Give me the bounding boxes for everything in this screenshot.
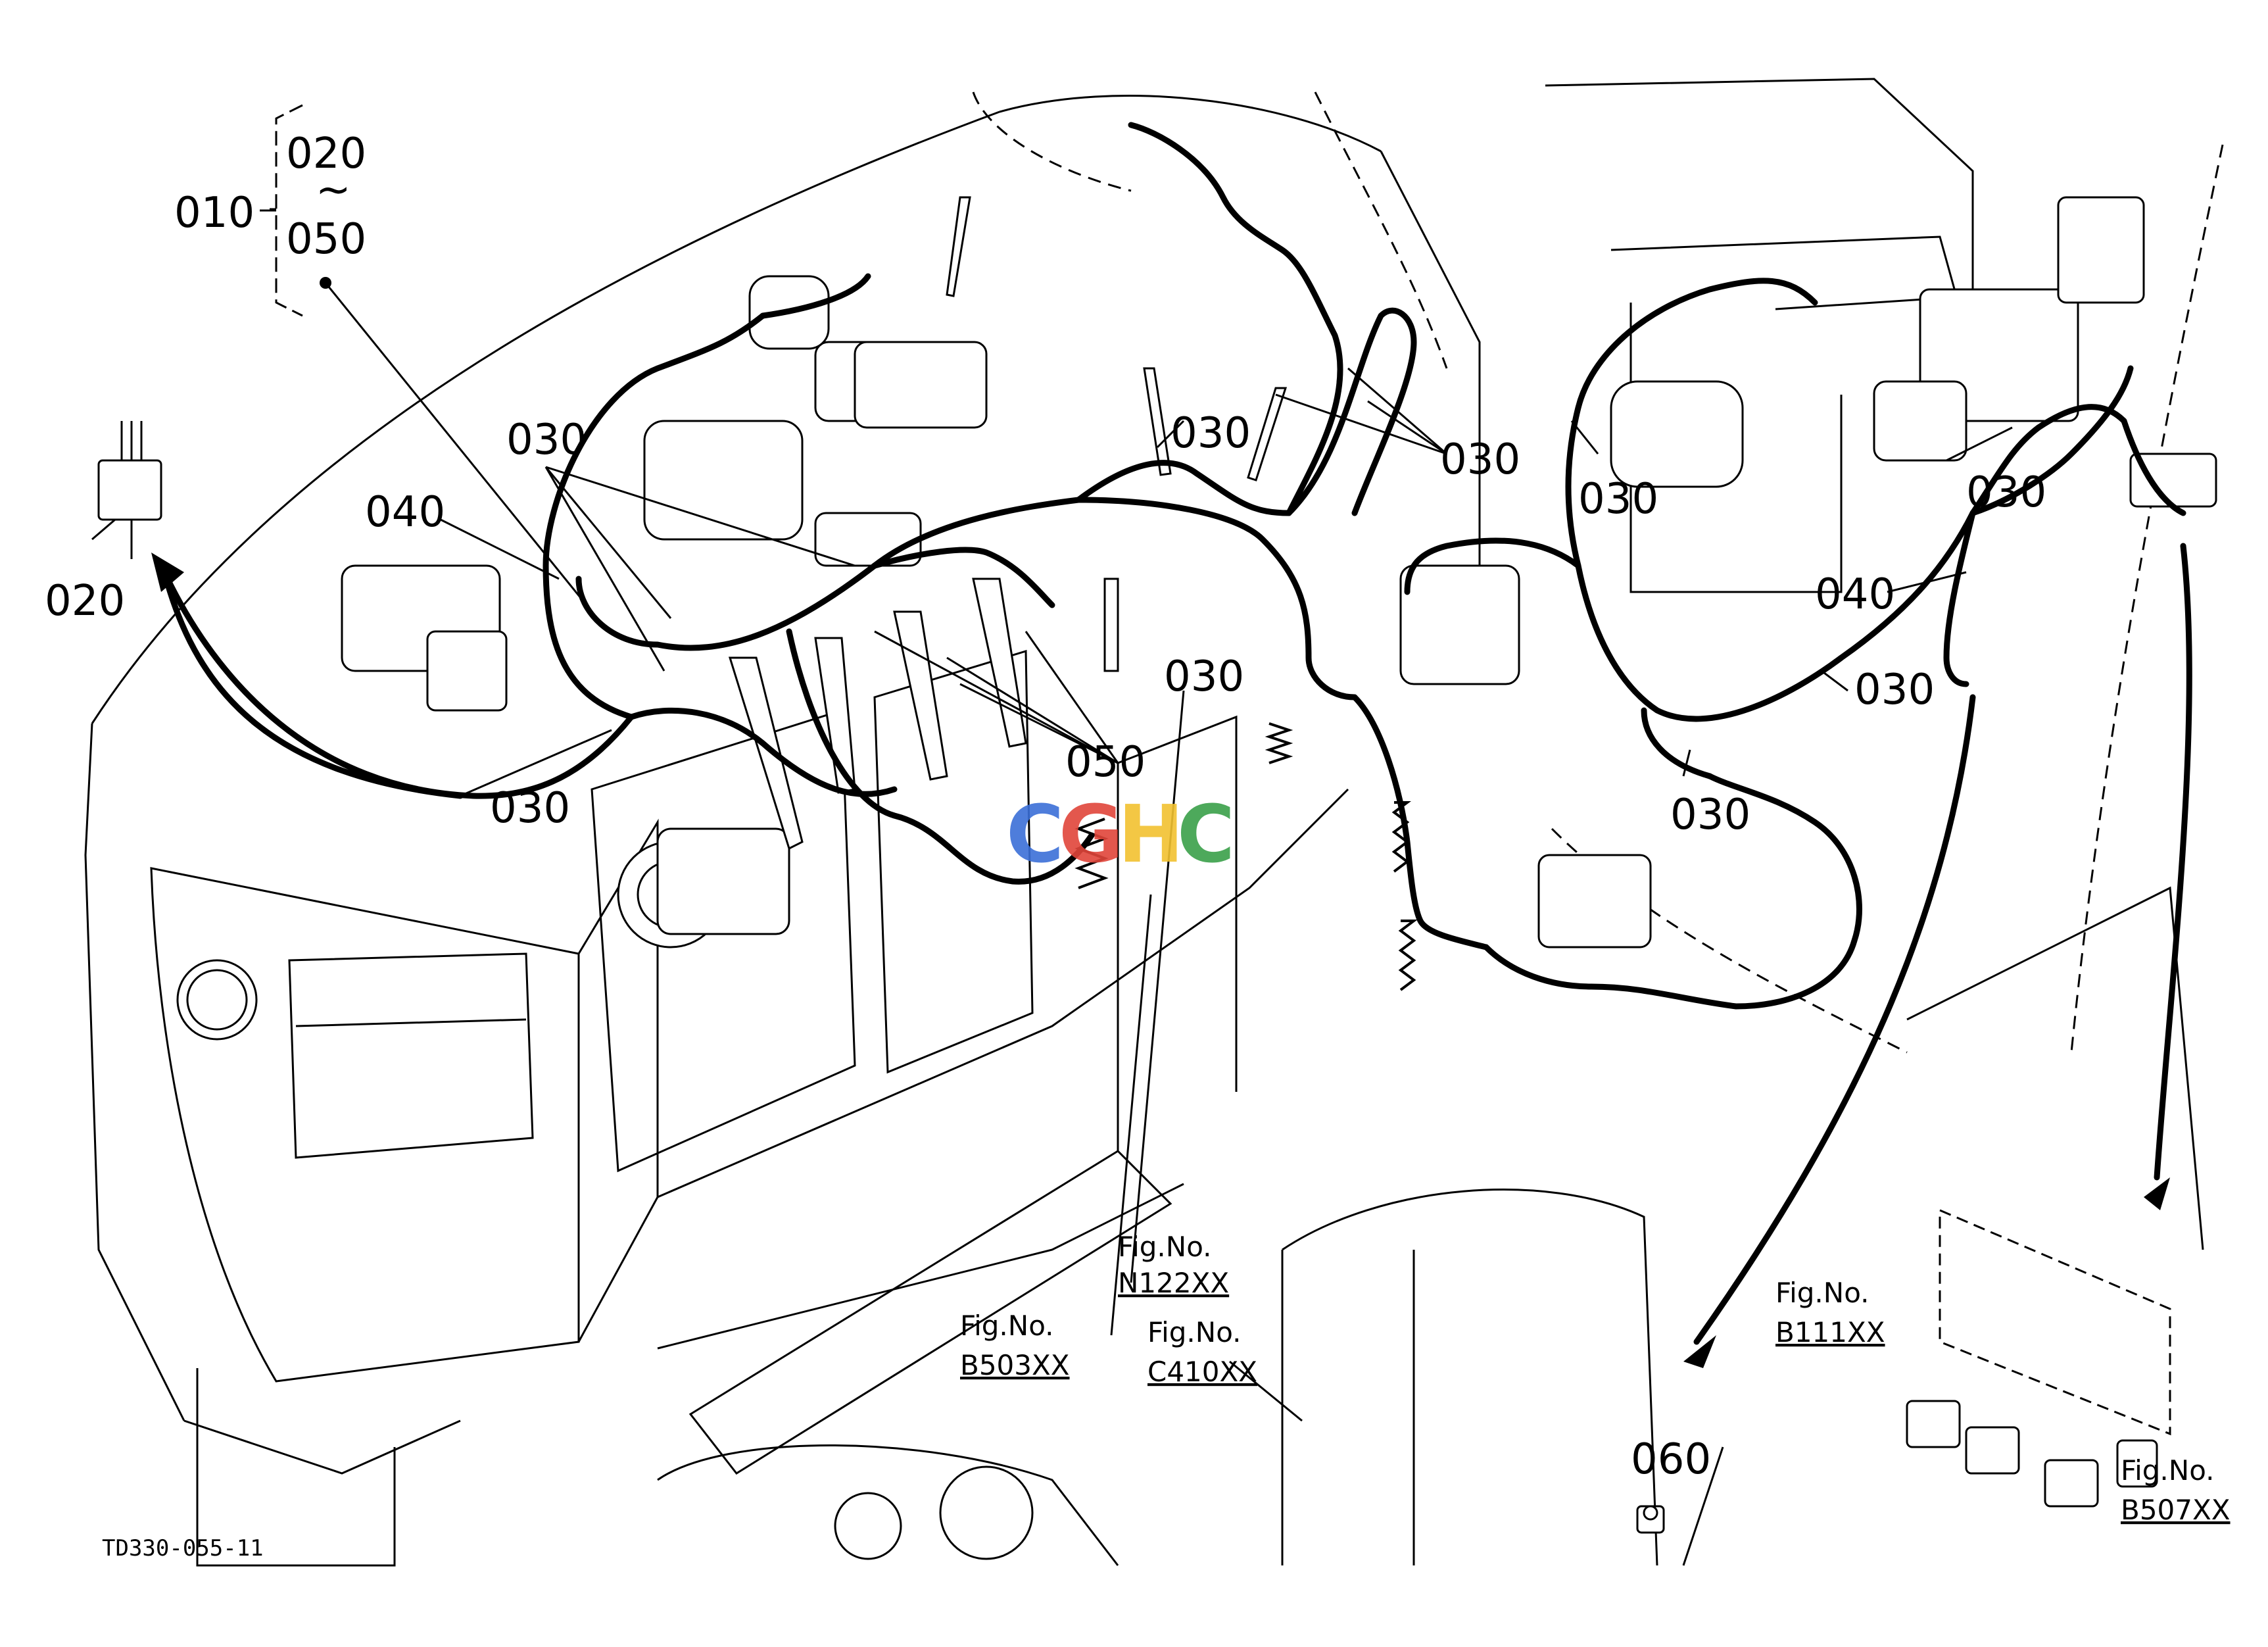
callout-030: 030 bbox=[1170, 409, 1251, 458]
callout-050-range-end: 050 bbox=[286, 215, 366, 264]
arrow-lines bbox=[161, 543, 2192, 1345]
injectors bbox=[728, 196, 1288, 850]
callout-050: 050 bbox=[1065, 738, 1146, 787]
leader-dot bbox=[320, 277, 331, 289]
callout-030: 030 bbox=[1670, 791, 1750, 839]
callout-030: 030 bbox=[1164, 652, 1244, 701]
watermark-letter: C bbox=[1177, 789, 1235, 881]
fig-ref-title: Fig.No. bbox=[960, 1310, 1054, 1342]
fig-ref-b503: B503XX bbox=[960, 1349, 1070, 1381]
fig-ref-b111: B111XX bbox=[1775, 1316, 1885, 1348]
drawing-code: TD330-055-11 bbox=[102, 1535, 264, 1561]
connector-020 bbox=[97, 421, 162, 521]
callout-030: 030 bbox=[1578, 475, 1658, 524]
callout-010: 010 bbox=[174, 189, 254, 237]
watermark-letter: C bbox=[1006, 789, 1064, 881]
callout-030: 030 bbox=[490, 784, 570, 833]
fig-ref-b507: B507XX bbox=[2121, 1494, 2231, 1526]
callout-040: 040 bbox=[365, 488, 445, 537]
leader-lines bbox=[91, 208, 2013, 1566]
tractor-body-outline bbox=[84, 78, 2224, 1567]
callout-range-tilde: ~ bbox=[316, 166, 351, 214]
callout-030: 030 bbox=[1854, 666, 1935, 714]
fig-ref-title: Fig.No. bbox=[1147, 1316, 1242, 1348]
callout-060: 060 bbox=[1631, 1435, 1711, 1484]
callout-020-range-start: 020 bbox=[286, 130, 366, 178]
relay-detail bbox=[1906, 1208, 2171, 1508]
fig-ref-n122: N122XX bbox=[1118, 1267, 1229, 1299]
figure-references: Fig.No. N122XX Fig.No. B503XX Fig.No. C4… bbox=[960, 1231, 2231, 1526]
callout-030: 030 bbox=[1966, 468, 2046, 517]
engine-components bbox=[341, 196, 2217, 948]
callout-labels: 010 020 ~ 050 020 030 040 030 050 030 03… bbox=[45, 130, 2046, 1484]
springs bbox=[1074, 722, 1418, 991]
fig-ref-title: Fig.No. bbox=[1118, 1231, 1212, 1263]
watermark-letter: G bbox=[1059, 789, 1124, 881]
callout-020: 020 bbox=[45, 577, 125, 626]
callout-010-bracket bbox=[260, 104, 303, 317]
callout-030: 030 bbox=[506, 416, 587, 464]
callout-040: 040 bbox=[1815, 570, 1895, 619]
arrow-heads bbox=[151, 553, 2170, 1368]
fig-ref-c410: C410XX bbox=[1147, 1356, 1257, 1388]
callout-030: 030 bbox=[1440, 435, 1520, 484]
watermark: C G H C bbox=[1006, 789, 1235, 881]
watermark-letter: H bbox=[1118, 789, 1184, 881]
bolt-060 bbox=[1636, 1505, 1665, 1534]
fig-ref-title: Fig.No. bbox=[2121, 1454, 2215, 1487]
fig-ref-title: Fig.No. bbox=[1775, 1277, 1870, 1309]
